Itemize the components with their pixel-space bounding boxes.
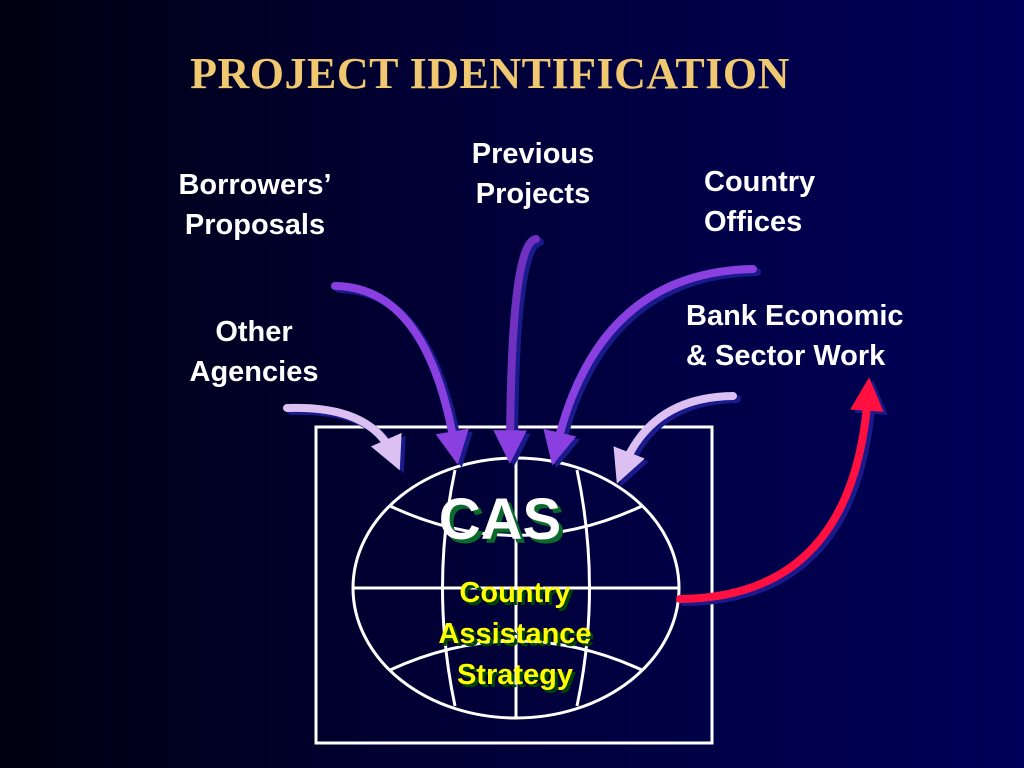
label-country-offices: Country Offices xyxy=(704,162,815,242)
page-title: PROJECT IDENTIFICATION xyxy=(190,49,790,98)
label-line: & Sector Work xyxy=(686,340,886,372)
arrow-country-offices xyxy=(543,265,757,466)
arrow-borrowers-proposals xyxy=(331,282,469,465)
cas-line: Assistance xyxy=(438,618,592,650)
arrow-other-agencies xyxy=(283,403,402,471)
label-line: Agencies xyxy=(189,356,319,388)
cas-abbreviation: CAS xyxy=(438,487,562,552)
cas-line: Country xyxy=(459,577,571,609)
label-line: Bank Economic xyxy=(686,300,904,332)
arrow-previous-projects xyxy=(493,235,540,464)
label-line: Projects xyxy=(475,178,591,210)
label-line: Proposals xyxy=(184,209,326,241)
cas-full-name: Country Assistance Strategy xyxy=(380,573,650,696)
cas-line: Strategy xyxy=(456,659,574,691)
label-line: Offices xyxy=(704,206,803,238)
arrow-cas-to-bank-work xyxy=(676,377,884,603)
label-line: Previous xyxy=(471,138,595,170)
label-bank-economic-work: Bank Economic & Sector Work xyxy=(686,296,904,376)
label-line: Other xyxy=(215,316,293,348)
label-line: Borrowers’ xyxy=(178,169,332,201)
label-line: Country xyxy=(704,166,816,198)
label-other-agencies: Other Agencies xyxy=(164,312,344,392)
label-previous-projects: Previous Projects xyxy=(438,134,628,214)
label-borrowers-proposals: Borrowers’ Proposals xyxy=(150,165,360,245)
arrow-bank-economic-work xyxy=(613,392,737,484)
